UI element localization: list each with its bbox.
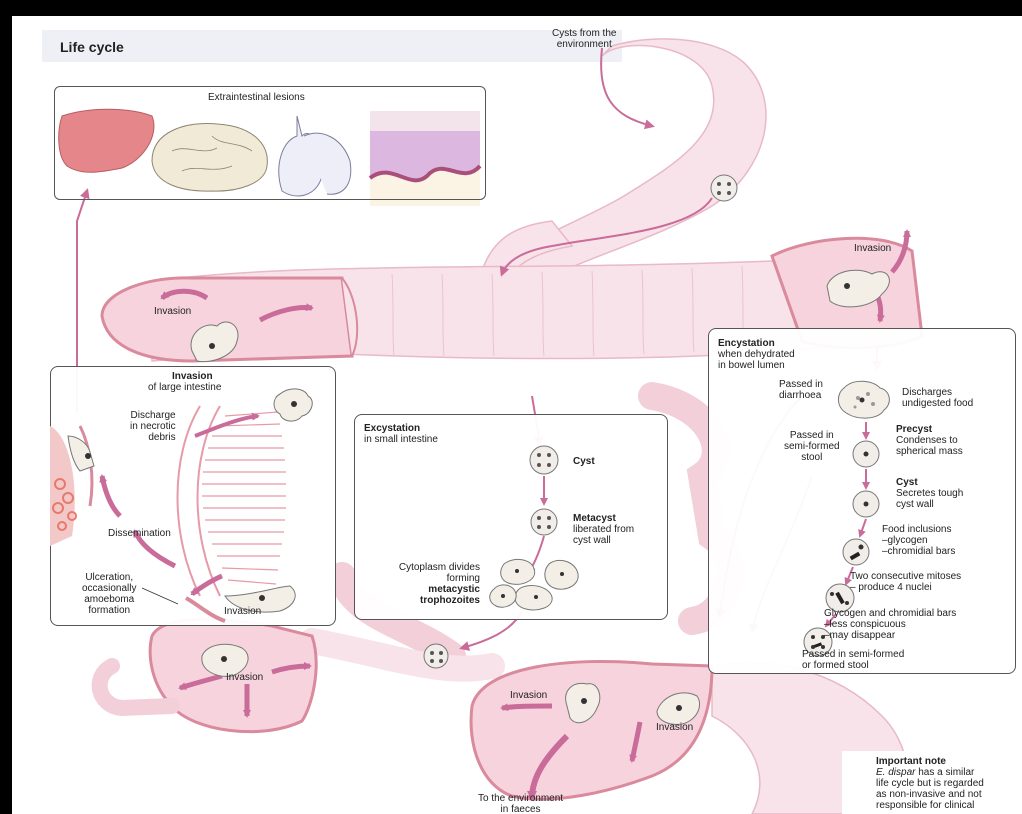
invasion-panel-title: Invasion bbox=[172, 371, 213, 382]
cyst-lumen bbox=[424, 644, 448, 668]
dissemination-label: Dissemination bbox=[108, 528, 171, 539]
invasion-label-rectum-right: Invasion bbox=[656, 722, 693, 733]
important-note: Important note E. dispar has a similar l… bbox=[876, 756, 984, 811]
excystation-title: Excystation bbox=[364, 423, 420, 434]
invasion-label-right: Invasion bbox=[854, 243, 891, 254]
invasion-label-left: Invasion bbox=[154, 306, 191, 317]
species-name: E. dispar bbox=[876, 767, 915, 778]
excystation-cyst-label: Cyst bbox=[573, 456, 595, 467]
encystation-title: Encystation bbox=[718, 338, 775, 349]
invasion-label-lower-left: Invasion bbox=[226, 672, 263, 683]
invasion-label-rectum-left: Invasion bbox=[510, 690, 547, 701]
excystation-subtitle: in small intestine bbox=[364, 434, 438, 445]
extraintestinal-lesions-panel bbox=[54, 86, 486, 200]
metacyst-title: Metacyst bbox=[573, 513, 616, 524]
invasion-panel-invasion-label: Invasion bbox=[224, 606, 261, 617]
precyst-title: Precyst bbox=[896, 424, 932, 435]
extraintestinal-label: Extraintestinal lesions bbox=[208, 92, 305, 103]
invasion-panel-subtitle: of large intestine bbox=[148, 382, 221, 393]
cyst-stomach bbox=[711, 175, 737, 201]
encystation-cyst-title: Cyst bbox=[896, 477, 918, 488]
food-inclusions-label: Food inclusions–glycogen–chromidial bars bbox=[882, 524, 955, 557]
important-note-title: Important note bbox=[876, 756, 984, 767]
mitoses-label: Two consecutive mitoses– produce 4 nucle… bbox=[850, 571, 961, 593]
page-title: Life cycle bbox=[60, 39, 124, 55]
glycogen-label: Glycogen and chromidial bars–less conspi… bbox=[824, 608, 956, 641]
